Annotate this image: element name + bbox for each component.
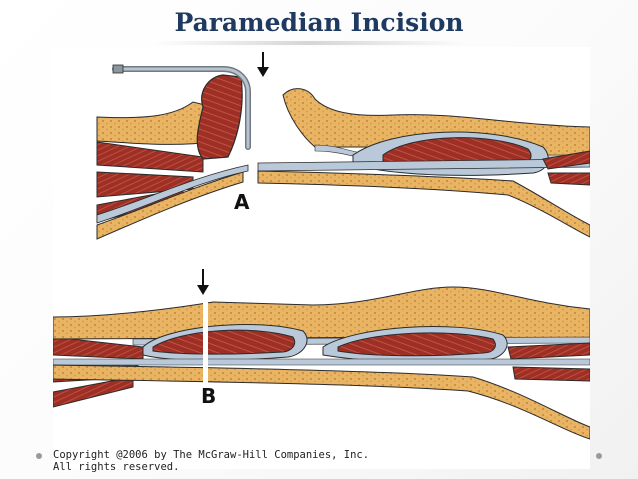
copyright-notice: Copyright @2006 by The McGraw-Hill Compa… [53, 449, 473, 473]
panel-b-label: B [201, 384, 216, 408]
lateral-muscle-left-b-3 [53, 376, 134, 408]
deep-fat-b [53, 364, 590, 440]
posterior-fascia-right-a [257, 158, 590, 172]
panel-b: B [53, 269, 590, 440]
rectus-muscle-retracted-a [196, 74, 243, 160]
right-bullet-dot [596, 453, 602, 459]
rectus-muscle-right-b [337, 332, 496, 357]
rectus-muscle-left-b [152, 329, 296, 355]
lateral-muscle-right-b-2 [512, 366, 590, 382]
lateral-muscle-left-b [53, 336, 144, 360]
lateral-muscle-right-b [507, 342, 590, 360]
fascia-left-a [96, 164, 249, 224]
copyright-line-1: Copyright @2006 by The McGraw-Hill Compa… [53, 449, 370, 461]
anatomy-drawing: A [53, 52, 590, 440]
incision-arrow-a [257, 52, 269, 77]
deep-fat-left-a [96, 171, 244, 240]
slide-title: Paramedian Incision [174, 8, 464, 37]
incision-illustration: A [53, 47, 590, 469]
copyright-line-2: All rights reserved. [53, 461, 180, 473]
subcutaneous-fat-b [53, 286, 590, 340]
retractor-handle-end [112, 64, 124, 74]
panel-a: A [96, 52, 590, 240]
incision-gap-b [203, 299, 208, 389]
deep-fat-right-a [257, 170, 590, 238]
left-bullet-dot [36, 453, 42, 459]
posterior-fascia-b [53, 358, 590, 366]
incision-arrow-b [197, 269, 209, 295]
lateral-muscle-right-a-2 [547, 172, 590, 186]
title-underline [155, 41, 465, 45]
lateral-muscle-left-a [96, 141, 204, 173]
lateral-muscle-right-a [542, 150, 590, 170]
subcutaneous-fat-left-a [96, 101, 214, 145]
panel-a-label: A [234, 190, 250, 214]
